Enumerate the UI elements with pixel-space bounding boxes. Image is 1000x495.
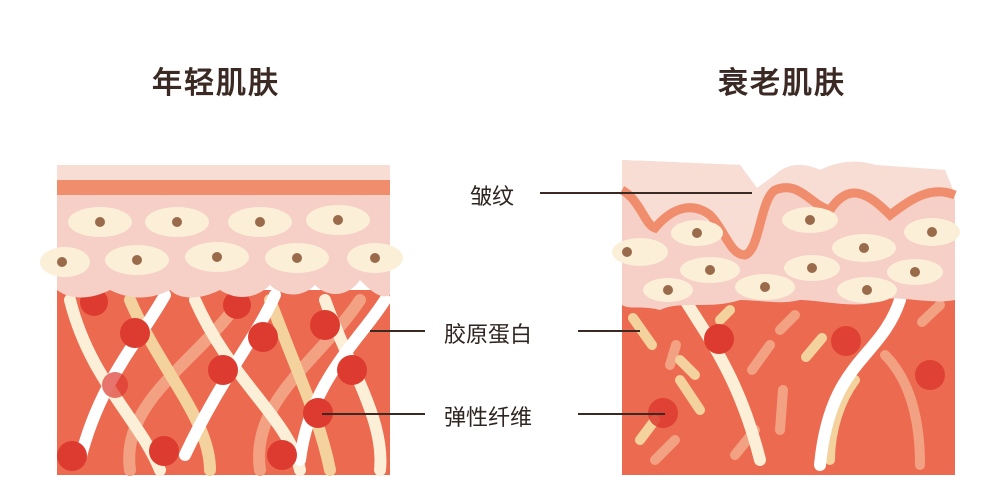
young-band bbox=[57, 180, 390, 195]
young-skin-title: 年轻肌肤 bbox=[152, 66, 280, 101]
aged-collagen-fiber bbox=[679, 294, 766, 466]
aged-skin-block bbox=[612, 160, 960, 475]
young-cells bbox=[40, 205, 403, 277]
aged-elastin-fiber bbox=[814, 294, 906, 471]
aged-elastin-dots bbox=[648, 324, 945, 428]
wrinkle-label: 皱纹 bbox=[470, 185, 515, 210]
aged-surface bbox=[622, 160, 955, 252]
young-surface bbox=[57, 165, 390, 180]
collagen-label: 胶原蛋白 bbox=[444, 323, 533, 348]
young-skin-block bbox=[40, 165, 403, 476]
elastin-label: 弹性纤维 bbox=[444, 406, 533, 431]
aged-wavy-band bbox=[619, 183, 957, 260]
aged-cells bbox=[612, 207, 960, 303]
leader-lines bbox=[322, 192, 752, 415]
aged-skin-title: 衰老肌肤 bbox=[718, 66, 846, 101]
